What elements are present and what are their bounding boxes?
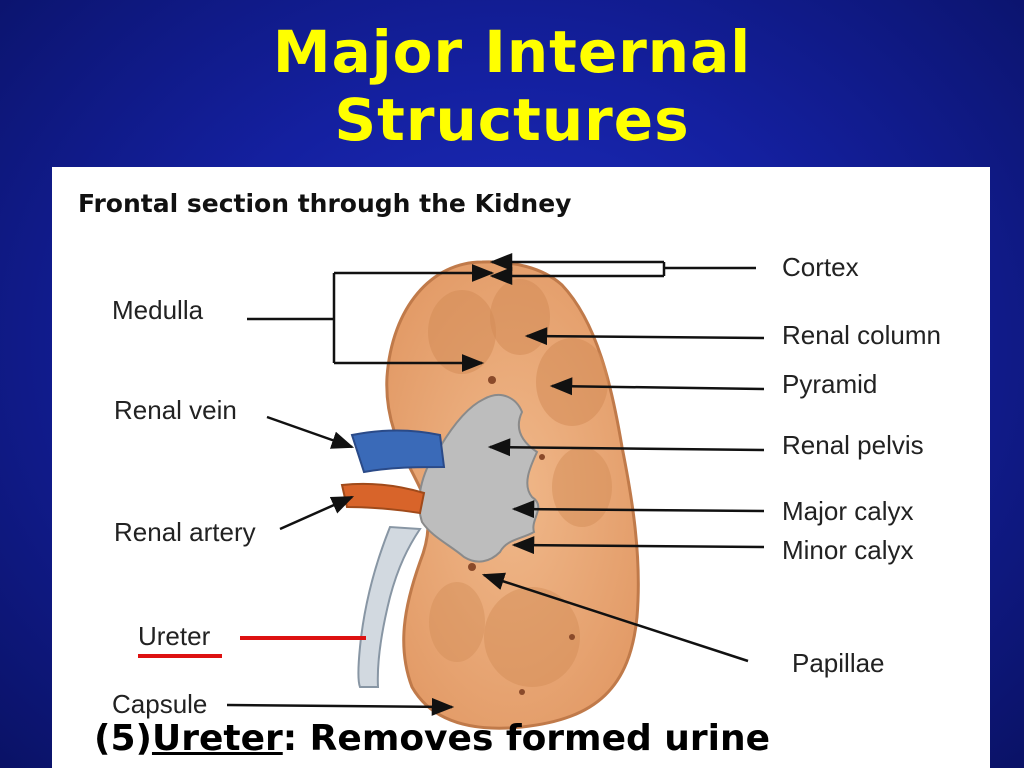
label-pyramid: Pyramid [782,369,877,399]
caption: (5)Ureter: Removes formed urine [94,714,994,764]
renal-column-arrow [524,327,765,346]
papilla-dot [519,689,525,695]
label-papillae: Papillae [792,648,885,678]
slide-title: Major Internal Structures [0,18,1024,154]
label-medulla: Medulla [112,295,204,325]
label-major-calyx: Major calyx [782,496,913,526]
papilla-dot [488,376,496,384]
pyramid-shape [552,447,612,527]
ureter-shape [357,525,422,688]
label-renal-column: Renal column [782,320,941,350]
caption-rest: : Removes formed urine [282,718,771,759]
label-capsule: Capsule [112,689,207,719]
kidney-diagram: Frontal section through the Kidney Corte… [78,189,941,730]
label-renal-artery: Renal artery [114,517,256,547]
slide-title-line2: Structures [334,86,690,154]
slide-title-line1: Major Internal [272,18,752,86]
renal-pelvis-shape [418,393,540,563]
papilla-dot [569,634,575,640]
label-ureter: Ureter [138,621,211,651]
diagram-heading: Frontal section through the Kidney [78,189,571,218]
renal-artery-shape [340,482,426,515]
pyramid-shape [490,279,550,355]
major-calyx-arrow [511,500,765,519]
pyramid-arrow [549,377,765,396]
papilla-dot [539,454,545,460]
renal-pelvis-arrow [487,438,765,457]
label-cortex: Cortex [782,252,859,282]
pyramid-shape [429,582,485,662]
pyramid-shape [428,290,496,374]
caption-term: Ureter [151,718,283,759]
papillae-arrow [481,572,749,663]
papilla-dot [468,563,476,571]
caption-prefix: (5) [94,718,152,759]
label-renal-pelvis: Renal pelvis [782,430,924,460]
pyramid-shape [484,587,580,687]
capsule-arrow [226,697,455,716]
pyramid-shape [536,338,608,426]
renal-vein-shape [350,429,446,474]
label-minor-calyx: Minor calyx [782,535,913,565]
minor-calyx-arrow [511,536,765,555]
diagram-panel: Frontal section through the Kidney Corte… [52,167,990,768]
renal-artery-arrow [279,495,355,531]
renal-vein-arrow [266,415,355,449]
label-renal-vein: Renal vein [114,395,237,425]
